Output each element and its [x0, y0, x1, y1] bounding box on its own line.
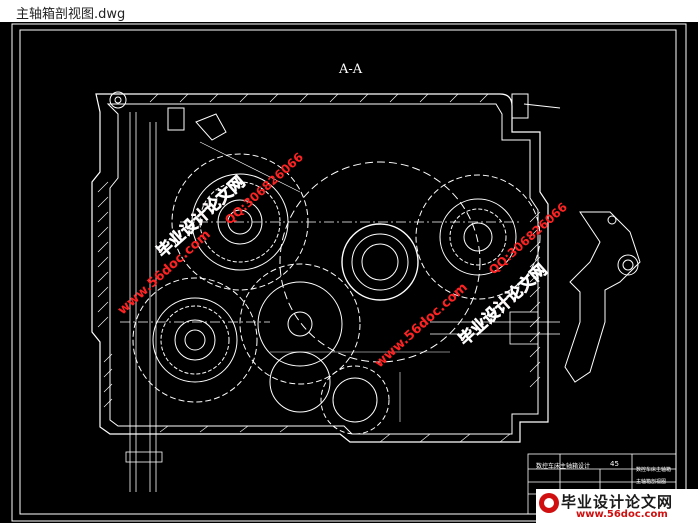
window-titlebar: 主轴箱剖视图.dwg: [0, 0, 698, 22]
drawing-svg: [11, 23, 687, 522]
gear-center-lower: [239, 263, 390, 435]
lever-pivot: [617, 254, 639, 276]
title-block-drawing-name: 主轴箱剖视图: [636, 479, 667, 485]
outer-frame: [11, 23, 687, 522]
shafts: [120, 112, 560, 492]
title-block-number: 45: [610, 460, 619, 468]
title-block-subname: 数控车床主轴箱: [636, 467, 672, 473]
housing-outline: [91, 93, 549, 443]
gear-left-middle: [132, 277, 258, 403]
top-fitting: [167, 107, 185, 131]
top-bolt: [109, 91, 127, 109]
inner-frame: [19, 29, 677, 515]
cad-drawing-canvas[interactable]: A-A 45 数控车床主轴箱设计 数控车床主轴箱 主轴箱剖视图 毕业设计论文网 …: [0, 22, 698, 523]
file-title: 主轴箱剖视图.dwg: [16, 7, 126, 22]
shift-lever: [564, 211, 641, 383]
brand-banner: 毕业设计论文网 www.56doc.com: [536, 489, 698, 523]
brand-logo-icon: [539, 493, 559, 513]
housing-inner-outline: [106, 103, 539, 435]
gear-upper-right: [415, 174, 541, 300]
gear-center-large: [279, 161, 481, 363]
brand-url: www.56doc.com: [576, 509, 668, 520]
section-label: A-A: [339, 62, 363, 77]
section-hatching: [97, 93, 541, 443]
title-block-name: 数控车床主轴箱设计: [536, 463, 591, 470]
brand-name: 毕业设计论文网: [561, 493, 674, 511]
